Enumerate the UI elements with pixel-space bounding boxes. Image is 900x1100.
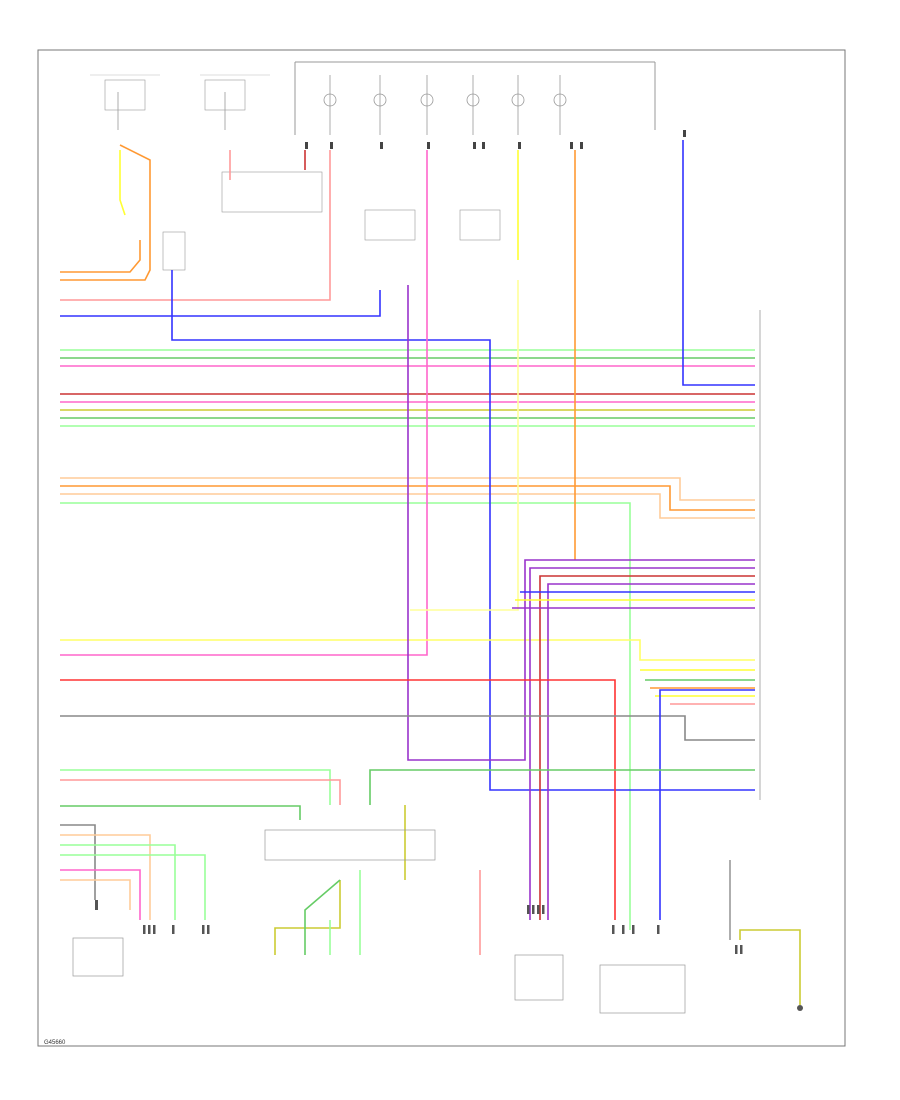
top-fuses xyxy=(323,75,567,135)
diagram-frame xyxy=(37,49,846,1047)
component-left-sensor xyxy=(72,937,124,977)
top-connector-pins xyxy=(305,130,686,149)
component-bottom-center xyxy=(514,954,564,1001)
component-mid-relay xyxy=(264,829,436,861)
relay-box-1 xyxy=(221,171,323,213)
component-bottom-right xyxy=(599,964,686,1014)
bottom-components xyxy=(72,829,686,1014)
fuse-block-left xyxy=(90,74,270,130)
relay-box-2 xyxy=(364,209,416,241)
bottom-connector-pins xyxy=(95,900,803,1011)
relay-box-3 xyxy=(459,209,501,241)
wire-harness xyxy=(60,140,801,1005)
diagram-code: G45660 xyxy=(44,1040,66,1046)
sensor-box-left xyxy=(162,231,186,271)
